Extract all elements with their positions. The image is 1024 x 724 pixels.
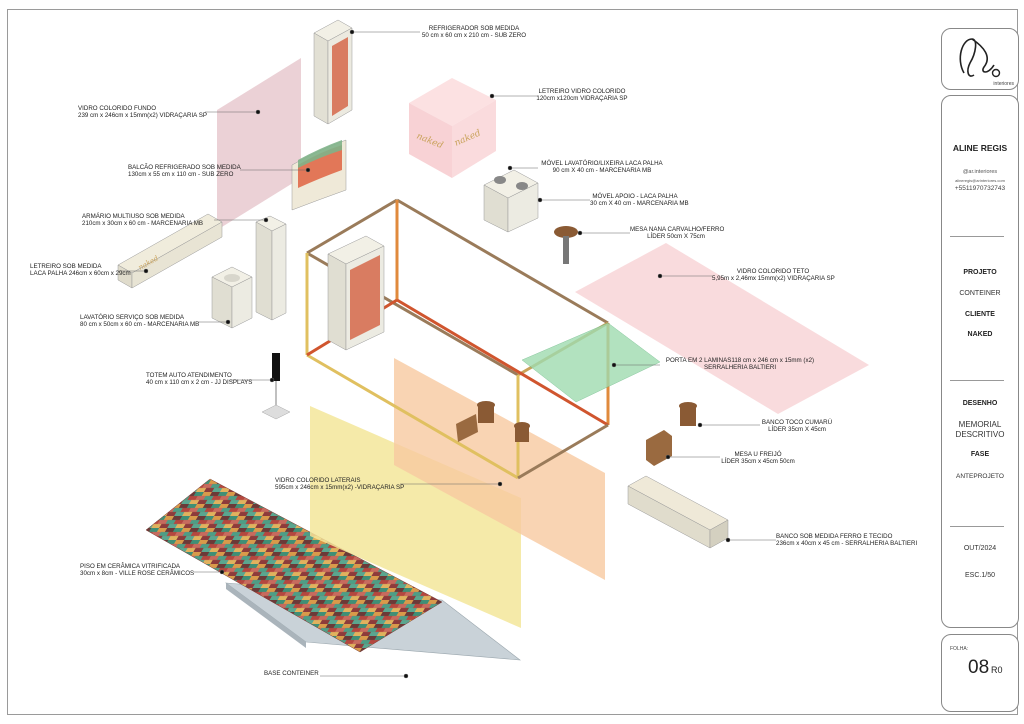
desenho-value-2: DESCRITIVO [955, 430, 1005, 439]
phone: +5511970732743 [954, 185, 1006, 192]
refrigerator [313, 19, 353, 125]
log-stool [679, 402, 697, 426]
green-glass-door [521, 322, 661, 403]
divider [950, 526, 1004, 527]
title-block-panel [941, 95, 1019, 628]
interior-furniture [456, 401, 530, 442]
base-container-edge [226, 583, 306, 648]
glass-cube-sign: naked naked [409, 78, 496, 178]
sheet-number-box: FOLHA: 08 R0 [941, 634, 1019, 712]
label-base-container: BASE CONTEINER [264, 670, 319, 677]
service-sink [211, 266, 253, 329]
side-glass-yellow [310, 406, 521, 628]
custom-sign-bar: naked [117, 213, 223, 289]
fase-label: FASE [970, 451, 990, 458]
side-glass-orange [394, 358, 605, 580]
ar-logo-icon [959, 38, 1001, 78]
scale: ESC.1/50 [965, 572, 995, 579]
ceramic-floor [145, 478, 443, 653]
desenho-label: DESENHO [962, 400, 998, 407]
container-fridge [327, 235, 385, 351]
sheet-revision: R0 [991, 665, 1003, 675]
back-glass-rose [217, 58, 301, 230]
refrigerated-counter [291, 139, 347, 211]
instagram-handle: @ar.interiores [962, 169, 998, 175]
cliente-label: CLIENTE [965, 311, 995, 318]
divider [950, 236, 1004, 237]
sink-cabinet [483, 169, 539, 233]
ceiling-glass-pink [575, 243, 869, 414]
label-door: PORTA EM 2 LAMINAS118 cm x 246 cm x 15mm… [665, 357, 815, 372]
projeto-value: CONTEINER [959, 290, 1001, 297]
sheet-number: 08 [968, 657, 990, 678]
leader-lines [118, 29, 776, 679]
designer-name: ALINE REGIS [952, 143, 1008, 153]
desenho-value-1: MEMORIAL [958, 420, 1002, 429]
date: OUT/2024 [963, 545, 997, 552]
custom-bench [627, 475, 729, 549]
projeto-label: PROJETO [963, 269, 997, 276]
logo-box: interiores [941, 28, 1019, 90]
divider [950, 380, 1004, 381]
self-service-totem [261, 353, 291, 420]
email: alineregis@arinteriores.com [955, 178, 1005, 183]
u-table [646, 430, 672, 466]
cliente-value: NAKED [967, 331, 993, 338]
logo-caption: interiores [993, 81, 1014, 87]
multiuse-cabinet [255, 215, 287, 321]
fase-value: ANTEPROJETO [956, 473, 1004, 480]
folha-label: FOLHA: [950, 646, 969, 652]
nana-table [554, 226, 578, 264]
